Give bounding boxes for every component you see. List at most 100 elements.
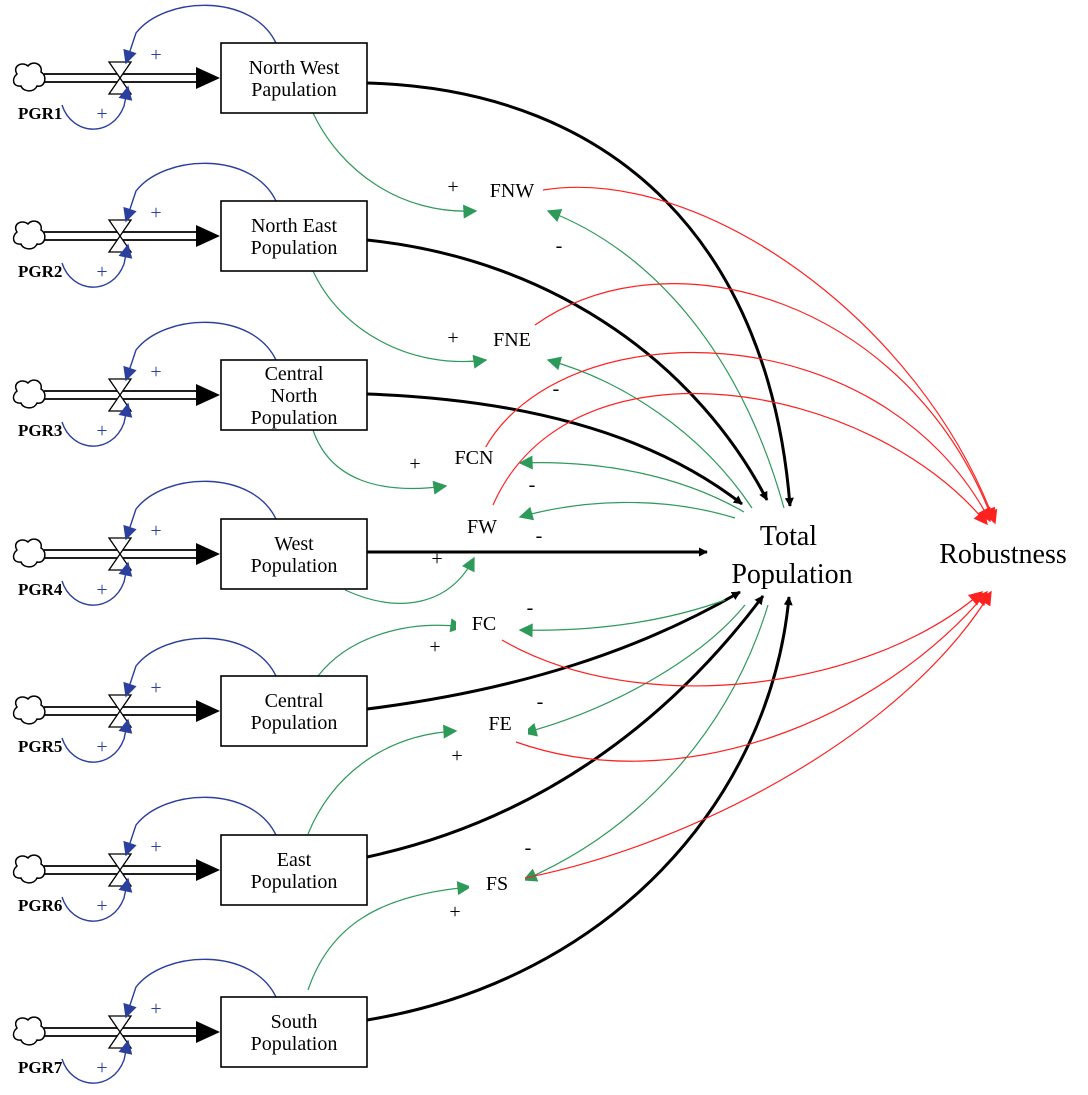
cloud-icon: [12, 695, 46, 725]
flow-arrowhead: [196, 225, 220, 247]
rate-to-flow-link: [61, 718, 133, 763]
rate-label: PGR4: [18, 580, 63, 599]
valve-icon: [107, 1015, 133, 1034]
rate-to-flow-link: [61, 85, 133, 130]
sign-plus: +: [429, 636, 440, 658]
rate-label: PGR3: [18, 421, 62, 440]
stock-to-total-link: [366, 81, 794, 507]
flow-arrowhead: [196, 384, 220, 406]
sign-plus: +: [96, 103, 107, 125]
stock-to-fraction-link: [317, 618, 465, 677]
total-to-fraction-link: [546, 208, 785, 509]
sign-plus: +: [96, 1057, 107, 1079]
fraction-halo: [469, 873, 525, 897]
fraction-label: FW: [467, 516, 497, 538]
valve-icon: [107, 853, 133, 872]
flow-arrowhead: [196, 543, 220, 565]
stock-to-fraction-link: [312, 112, 478, 219]
stock-to-total-link: [366, 238, 769, 501]
sign-plus: +: [447, 327, 458, 349]
fraction-halo: [472, 713, 528, 737]
fraction-label: FNW: [490, 180, 535, 202]
total-to-fraction-link: [546, 356, 753, 509]
total-population-label: Total Population: [731, 521, 852, 590]
fraction-halo: [484, 180, 540, 204]
valve-icon: [107, 219, 133, 238]
fraction-halo: [446, 447, 502, 471]
stock-box: [220, 42, 368, 114]
valve-icon: [107, 694, 133, 713]
sign-plus: +: [409, 453, 420, 475]
stock-to-flow-link: [123, 321, 277, 382]
stock-box: [220, 200, 368, 272]
total-to-fraction-link: [522, 604, 769, 882]
stock-to-fraction-link: [312, 429, 448, 495]
fraction-halo: [456, 613, 512, 637]
sign-plus: +: [431, 548, 442, 570]
stock-to-flow-link: [123, 637, 277, 698]
rate-label: PGR5: [18, 737, 62, 756]
fraction-halo: [454, 516, 510, 540]
links-layer: [307, 81, 998, 1022]
valve-icon: [107, 61, 133, 80]
sign-plus: +: [449, 901, 460, 923]
flow-arrowhead: [196, 1021, 220, 1043]
rate-label: PGR6: [18, 896, 62, 915]
flow-arrowhead: [196, 859, 220, 881]
fraction-label: FCN: [455, 447, 494, 469]
rate-to-flow-link: [61, 402, 133, 447]
stock-to-fraction-link: [307, 724, 458, 835]
sign-minus: -: [529, 474, 536, 496]
stock-to-flow-link: [123, 4, 277, 65]
total-to-fraction-link: [518, 599, 726, 638]
fraction-label: FS: [486, 873, 508, 895]
sign-minus: -: [553, 378, 560, 400]
sign-plus: +: [150, 677, 161, 699]
cloud-icon: [12, 538, 46, 568]
total-to-fraction-link: [522, 604, 746, 737]
sign-plus: +: [451, 745, 462, 767]
fraction-label: FC: [472, 613, 496, 635]
sign-plus: +: [96, 895, 107, 917]
sign-plus: +: [150, 361, 161, 383]
sign-minus: -: [537, 691, 544, 713]
fraction-to-robustness-link: [515, 590, 988, 762]
fraction-label: FNE: [493, 329, 531, 351]
sign-plus: +: [96, 261, 107, 283]
nodes-layer: Total Population Robustness +++++++-----…: [409, 176, 1066, 923]
cloud-icon: [12, 62, 46, 92]
rate-label: PGR1: [18, 104, 62, 123]
robustness-label: Robustness: [939, 539, 1067, 570]
sign-plus: +: [150, 520, 161, 542]
stock-to-fraction-link: [312, 270, 488, 369]
sign-minus: -: [525, 837, 532, 859]
sign-minus: -: [527, 597, 534, 619]
rate-to-flow-link: [61, 877, 133, 922]
sign-minus: -: [556, 235, 563, 257]
rate-label: PGR2: [18, 262, 62, 281]
stock-to-total-link: [366, 590, 741, 711]
rate-to-flow-link: [61, 1039, 133, 1084]
sign-plus: +: [96, 736, 107, 758]
cloud-icon: [12, 379, 46, 409]
rate-to-flow-link: [61, 561, 133, 606]
stock-to-flow-link: [123, 796, 277, 857]
fraction-to-robustness-link: [513, 590, 992, 881]
stock-to-fraction-link: [307, 881, 472, 991]
stock-box: [220, 996, 368, 1068]
flow-arrowhead: [196, 67, 220, 89]
stock-to-total-link: [366, 392, 743, 506]
fraction-to-robustness-link: [492, 392, 988, 526]
stock-box: [220, 359, 368, 431]
stock-to-fraction-link: [344, 556, 475, 604]
sign-minus: -: [536, 525, 543, 547]
stock-box: [220, 675, 368, 747]
